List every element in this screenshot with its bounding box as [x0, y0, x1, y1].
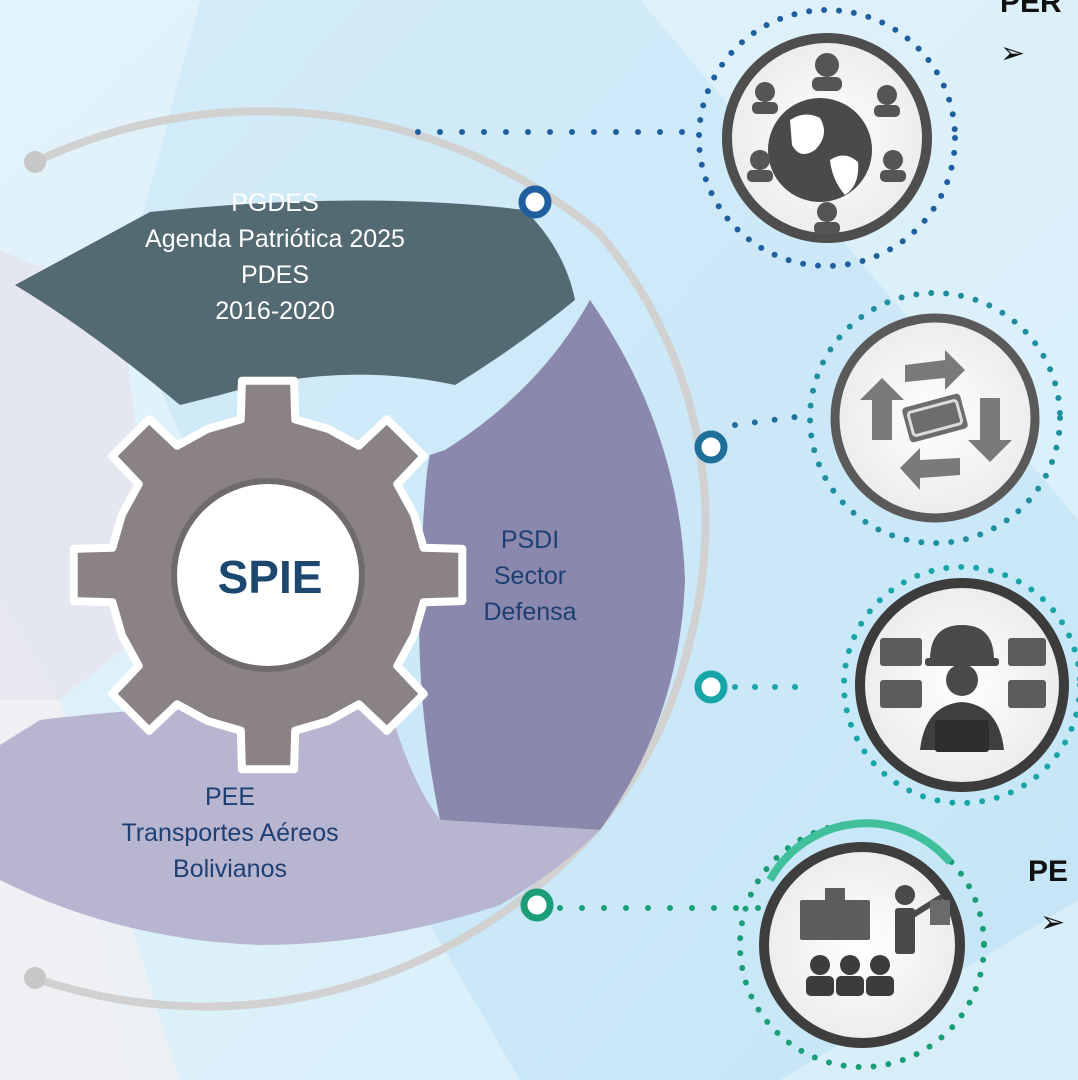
- edge-bullet-top: ➢: [1000, 37, 1026, 70]
- edge-text-top: PER: [1000, 0, 1062, 19]
- edge-text-bottom: PE: [1028, 855, 1069, 888]
- segment-bottom-edge: [0, 745, 20, 880]
- node-ring-1: [518, 185, 552, 219]
- money-cycle-icon: [807, 290, 1063, 546]
- arc-end-dot-top: [24, 151, 46, 173]
- node-ring-2: [694, 430, 728, 464]
- gear: [69, 376, 467, 774]
- segment-top-line-1: PGDES: [231, 189, 319, 217]
- segment-bottom-line-3: Bolivianos: [173, 855, 287, 883]
- segment-bottom: [0, 705, 600, 945]
- segment-right-line-1: PSDI: [500, 526, 560, 554]
- segment-right-line-3: Defensa: [483, 598, 577, 626]
- global-people-icon: [696, 7, 958, 269]
- segment-top-line-4: 2016-2020: [215, 297, 335, 325]
- node-ring-3: [694, 670, 728, 704]
- training-presentation-icon: [737, 819, 987, 1070]
- connector-2: [732, 412, 813, 428]
- segment-right-line-2: Sector: [493, 562, 567, 590]
- outer-arc: [31, 107, 710, 1011]
- engineer-dashboard-icon: [841, 564, 1078, 806]
- segment-bottom-label: PEE Transportes Aéreos Bolivianos: [40, 782, 420, 884]
- training-icon-accent: [766, 819, 954, 882]
- segment-top: [15, 200, 575, 405]
- node-ring-4: [520, 888, 554, 922]
- segment-right-label: PSDI Sector Defensa: [450, 525, 610, 627]
- arc-end-dot-bottom: [24, 967, 46, 989]
- edge-bullet-bottom: ➢: [1040, 906, 1066, 939]
- segment-bottom-line-2: Transportes Aéreos: [121, 819, 339, 847]
- segment-top-line-2: Agenda Patriótica 2025: [145, 225, 405, 253]
- segment-bottom-line-1: PEE: [204, 783, 256, 811]
- segment-right: [419, 300, 685, 830]
- segment-top-label: PGDES Agenda Patriótica 2025 PDES 2016-2…: [80, 188, 470, 326]
- segment-top-line-3: PDES: [240, 261, 310, 289]
- center-title: SPIE: [217, 551, 323, 603]
- gear-hub: [171, 478, 365, 672]
